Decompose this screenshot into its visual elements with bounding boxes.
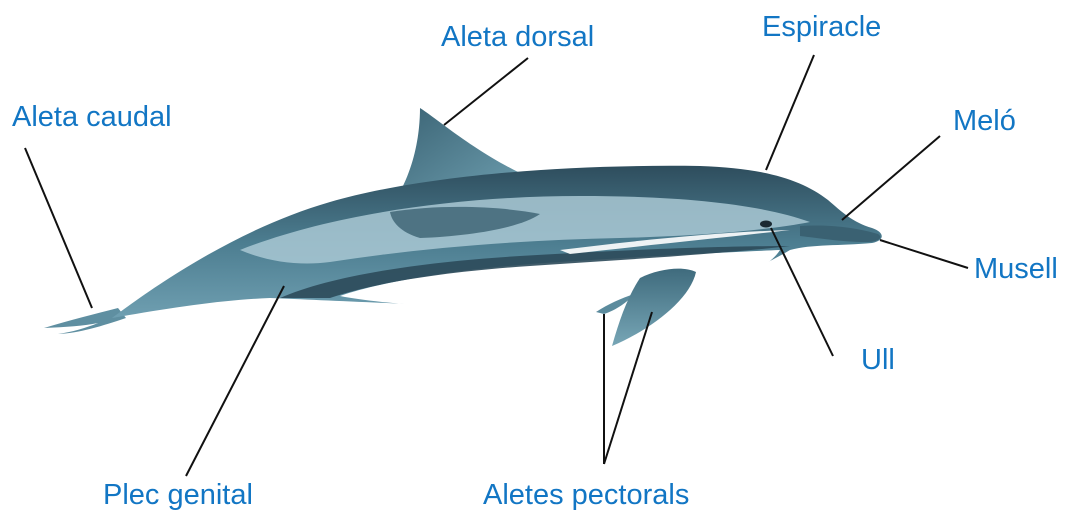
leader-line-espiracle <box>766 55 814 170</box>
label-espiracle: Espiracle <box>762 10 881 44</box>
eye <box>760 221 772 228</box>
label-ull: Ull <box>861 343 895 377</box>
label-aletes-pectorals: Aletes pectorals <box>483 478 689 512</box>
label-aleta-caudal: Aleta caudal <box>12 100 172 134</box>
leader-line-aleta-caudal <box>25 148 92 308</box>
label-plec-genital: Plec genital <box>103 478 253 512</box>
label-melo: Meló <box>953 104 1016 138</box>
leader-line-melo <box>842 136 940 220</box>
leader-line-aleta-dorsal <box>444 58 528 125</box>
label-aleta-dorsal: Aleta dorsal <box>441 20 594 54</box>
tail-fluke <box>44 308 126 334</box>
leader-line-musell <box>880 240 968 268</box>
label-musell: Musell <box>974 252 1058 286</box>
leader-line-plec-genital <box>186 286 284 476</box>
